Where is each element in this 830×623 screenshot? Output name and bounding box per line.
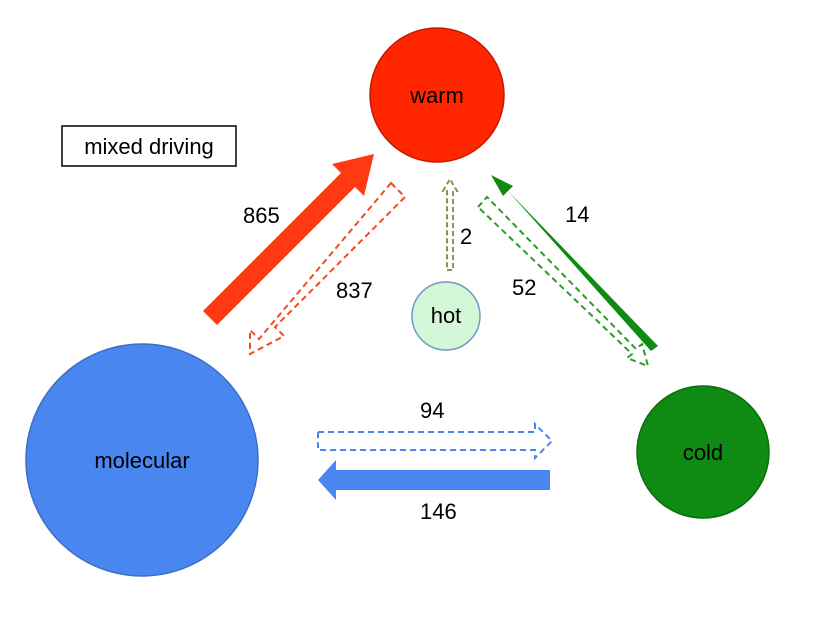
arrow-molecular-to-warm	[203, 154, 374, 325]
arrow-cold-to-molecular	[318, 460, 550, 500]
flow-label-837: 837	[336, 278, 373, 303]
title-text: mixed driving	[84, 134, 214, 159]
node-hot: hot	[411, 281, 481, 351]
arrow-warm-to-cold	[476, 195, 650, 368]
flow-label-14: 14	[565, 202, 589, 227]
node-warm: warm	[369, 27, 505, 163]
arrow-molecular-to-cold	[317, 421, 554, 461]
node-warm-label: warm	[409, 83, 464, 108]
arrow-warm-to-molecular	[249, 181, 407, 356]
arrow-hot-to-warm	[441, 177, 459, 271]
node-molecular: molecular	[25, 343, 259, 577]
flow-label-94: 94	[420, 398, 444, 423]
flow-label-146: 146	[420, 499, 457, 524]
flow-label-52: 52	[512, 275, 536, 300]
title-box: mixed driving	[61, 125, 237, 167]
node-cold: cold	[636, 385, 770, 519]
arrow-cold-to-warm	[491, 175, 658, 351]
node-hot-label: hot	[431, 303, 462, 328]
flow-label-865: 865	[243, 203, 280, 228]
flow-label-2: 2	[460, 224, 472, 249]
node-cold-label: cold	[683, 440, 723, 465]
node-molecular-label: molecular	[94, 448, 189, 473]
